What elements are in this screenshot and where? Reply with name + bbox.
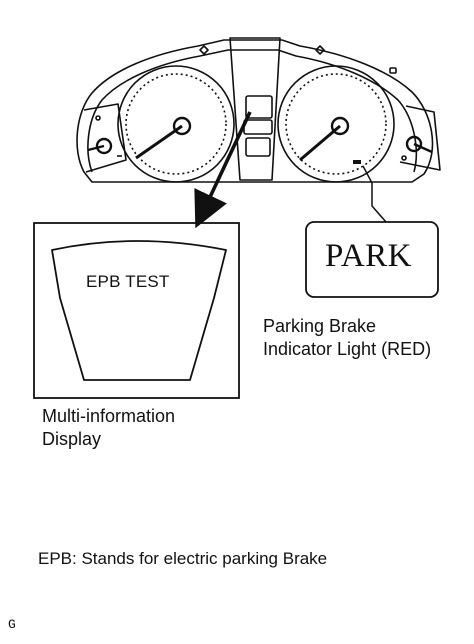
- park-indicator-text: PARK: [325, 238, 412, 274]
- left-small-gauge-needle: [87, 144, 105, 152]
- right-small-gauge-hub: [405, 135, 423, 153]
- left-gauge-hub: [172, 116, 192, 136]
- center-window-top: [245, 95, 273, 119]
- center-window-bottom: [245, 137, 271, 157]
- right-warning-lamp-icon: [315, 45, 325, 55]
- park-indicator-box: [305, 221, 439, 298]
- center-panel: [229, 37, 281, 181]
- right-side-pod: [399, 105, 441, 171]
- instrument-cluster: [76, 37, 441, 183]
- left-small-gauge-hub: [95, 137, 113, 155]
- multi-information-display-label: Multi-information Display: [42, 405, 175, 451]
- right-gauge-hub: [330, 116, 350, 136]
- right-pod-lamp-icon: [401, 155, 407, 161]
- indicator-label-line-2: Indicator Light (RED): [263, 339, 432, 359]
- display-screen: [51, 240, 227, 381]
- top-right-lamp-icon: [389, 67, 397, 74]
- left-gauge-ring: [117, 65, 235, 183]
- right-gauge-face: [285, 73, 387, 175]
- left-warning-lamp-icon: [199, 45, 209, 55]
- left-pod-lamp-icon: [95, 115, 101, 121]
- indicator-light-label: Parking Brake Indicator Light (RED): [263, 315, 431, 361]
- display-frame: [33, 222, 240, 399]
- left-gauge-face: [125, 73, 227, 175]
- left-gauge-needle: [135, 124, 183, 160]
- display-pointer-arrow: [194, 111, 252, 229]
- figure-code: G: [8, 617, 16, 632]
- center-window-mid: [243, 119, 273, 135]
- parking-brake-lamp-icon: [353, 160, 361, 164]
- indicator-leader-line: [362, 165, 387, 223]
- cluster-outline: [76, 39, 434, 183]
- right-small-gauge-needle: [413, 142, 433, 154]
- display-message: EPB TEST: [86, 272, 170, 291]
- right-gauge-needle: [299, 124, 341, 162]
- right-gauge-ring: [277, 65, 395, 183]
- display-label-line-1: Multi-information: [42, 406, 176, 426]
- left-side-pod: [83, 103, 127, 173]
- cluster-inner-rim: [87, 49, 418, 173]
- epb-footnote: EPB: Stands for electric parking Brake: [38, 549, 328, 568]
- indicator-label-line-1: Parking Brake: [263, 316, 377, 336]
- display-label-line-2: Display: [42, 429, 102, 449]
